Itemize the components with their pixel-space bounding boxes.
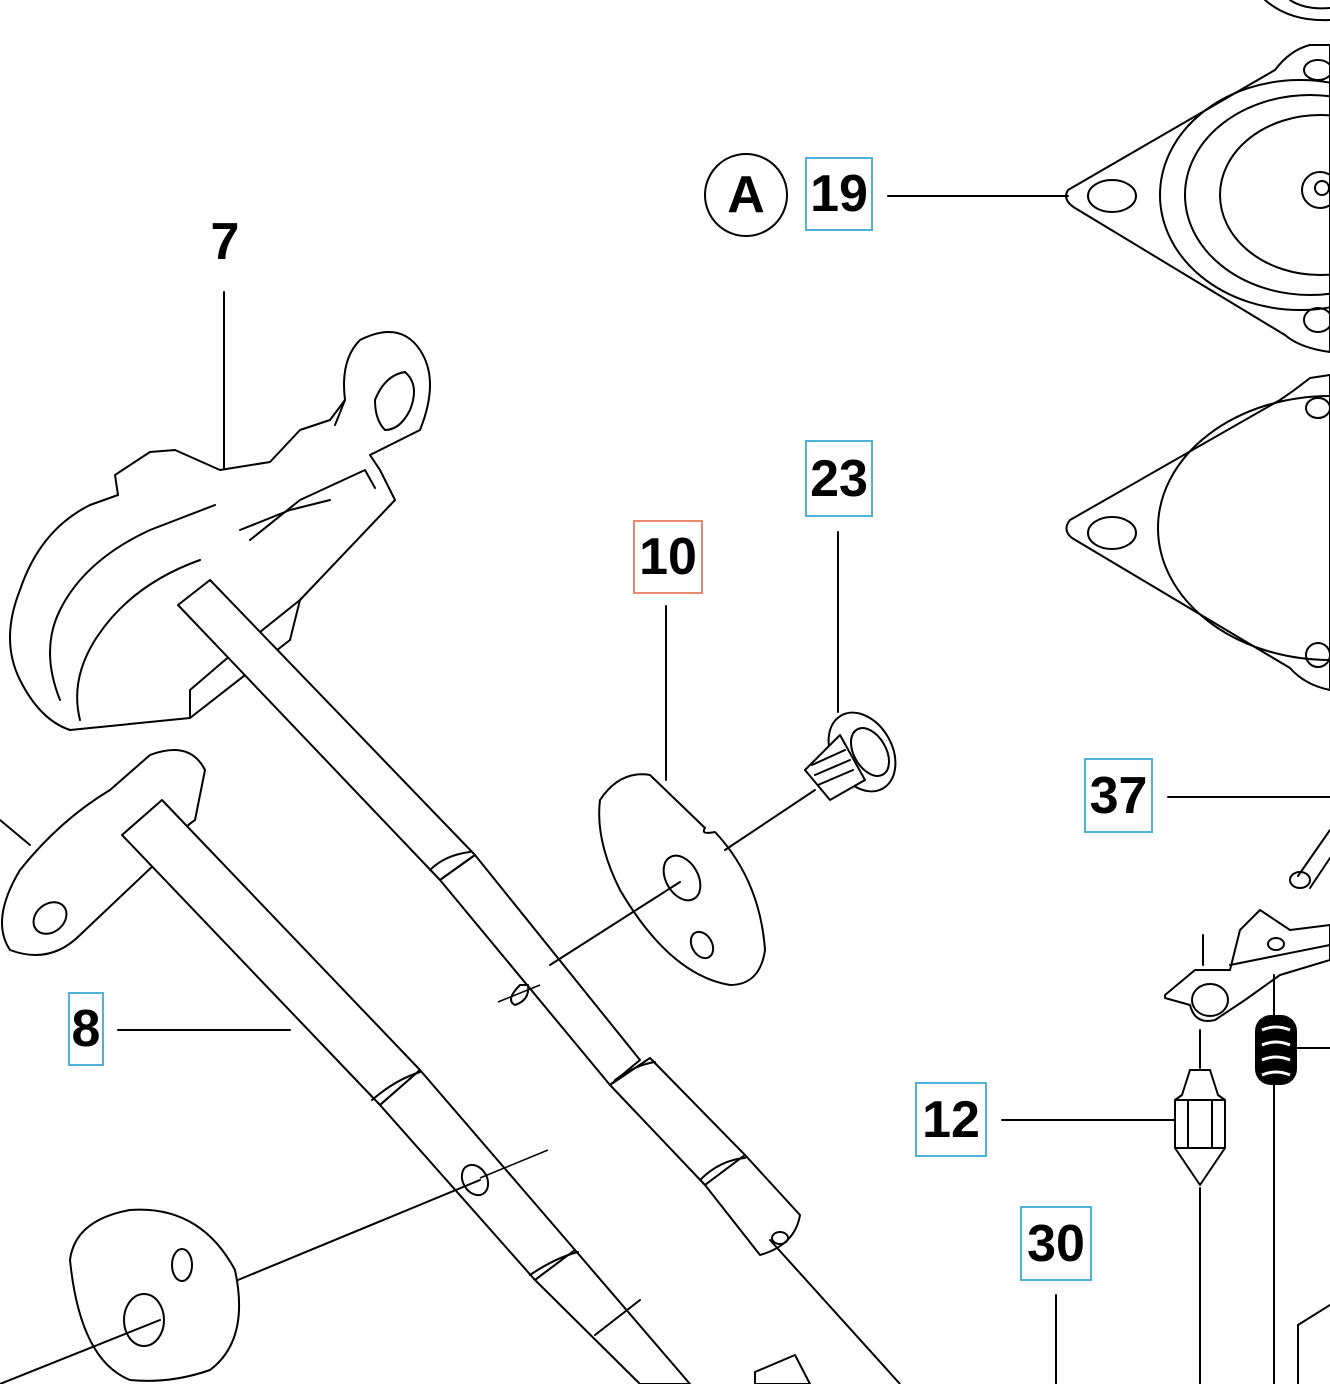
top-round-part: [1264, 0, 1330, 22]
bottom-block: [754, 1354, 811, 1384]
bottom-right-part: [1297, 1304, 1330, 1384]
part-label-12[interactable]: 12: [915, 1082, 987, 1157]
throttle-lever-7: [9, 331, 431, 731]
part-label-8[interactable]: 8: [68, 992, 104, 1066]
screw-23: [804, 711, 897, 801]
section-marker-A: A: [704, 153, 788, 237]
part-label-30[interactable]: 30: [1020, 1206, 1092, 1281]
choke-shaft-8: [0, 749, 691, 1384]
needle-valve-12: [1174, 1029, 1226, 1384]
lever-assembly-37: [1164, 829, 1330, 1022]
gasket-plate: [1065, 374, 1330, 691]
part-label-23[interactable]: 23: [805, 440, 873, 517]
choke-plate-10: [549, 773, 816, 986]
part-label-7[interactable]: 7: [210, 213, 240, 271]
part-label-10[interactable]: 10: [633, 520, 703, 594]
part-label-19[interactable]: 19: [805, 157, 873, 231]
spring: [1255, 974, 1330, 1384]
diaphragm-plate-19: [1065, 44, 1330, 353]
leader-lines: [117, 195, 1330, 1384]
throttle-plate: [0, 1179, 481, 1384]
throttle-shaft: [177, 579, 901, 1384]
part-label-37[interactable]: 37: [1084, 758, 1153, 833]
